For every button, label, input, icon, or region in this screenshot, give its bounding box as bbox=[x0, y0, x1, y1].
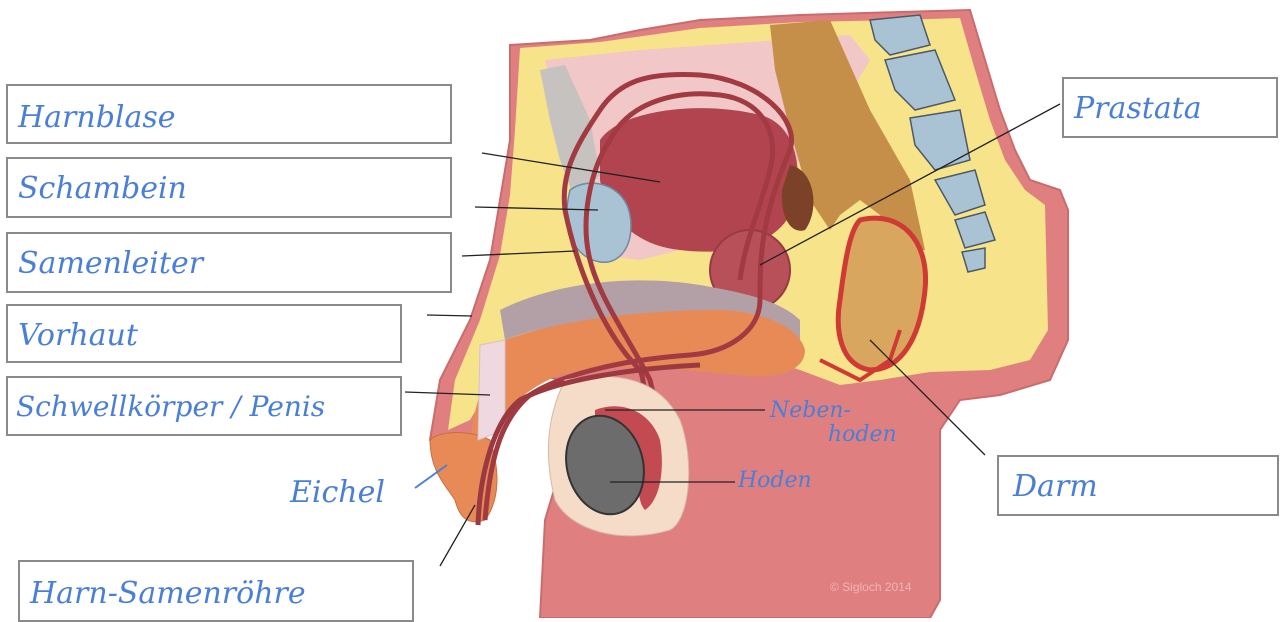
label-samenleiter: Samenleiter bbox=[18, 246, 203, 281]
annotation-eichel: Eichel bbox=[290, 475, 385, 510]
label-box-vorhaut: Vorhaut bbox=[6, 304, 402, 363]
annotation-nebenhoden-2: hoden bbox=[828, 422, 897, 447]
label-schambein: Schambein bbox=[18, 171, 187, 206]
label-box-schambein: Schambein bbox=[6, 157, 452, 218]
label-prostata: Prastata bbox=[1074, 91, 1202, 126]
label-box-harn-samenroehre: Harn-Samenröhre bbox=[18, 560, 414, 622]
label-box-samenleiter: Samenleiter bbox=[6, 232, 452, 293]
label-darm: Darm bbox=[1013, 469, 1098, 504]
annotation-nebenhoden-1: Neben- bbox=[770, 398, 851, 423]
label-box-darm: Darm bbox=[997, 455, 1279, 516]
label-box-harnblase: Harnblase bbox=[6, 84, 452, 144]
label-vorhaut: Vorhaut bbox=[18, 318, 138, 353]
copyright: © Sigloch 2014 bbox=[830, 580, 912, 594]
label-box-prostata: Prastata bbox=[1062, 77, 1278, 138]
label-harnblase: Harnblase bbox=[18, 100, 176, 135]
label-box-schwellkoerper: Schwellkörper / Penis bbox=[6, 376, 402, 436]
label-schwellkoerper: Schwellkörper / Penis bbox=[16, 390, 325, 423]
label-harn-samenroehre: Harn-Samenröhre bbox=[30, 576, 306, 611]
annotation-hoden: Hoden bbox=[738, 468, 812, 493]
